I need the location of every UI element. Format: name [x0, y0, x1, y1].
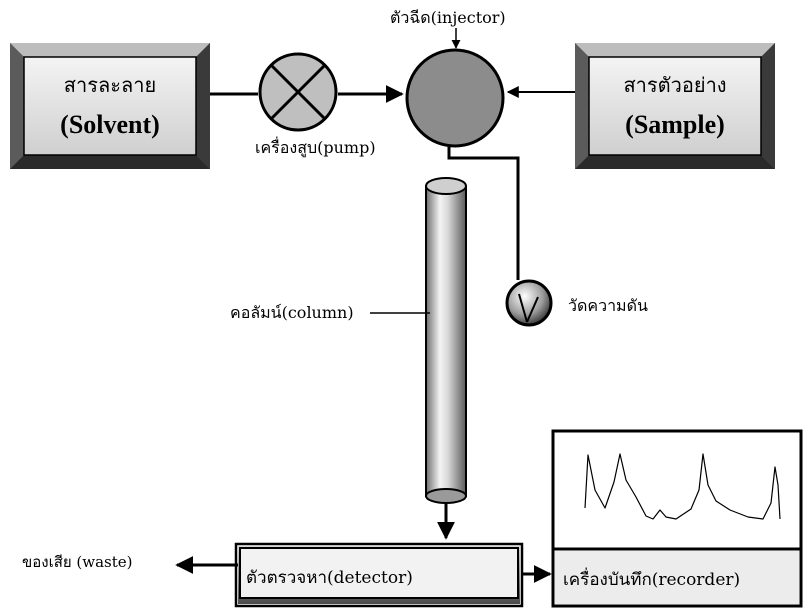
sample-box: สารตัวอย่าง (Sample) [575, 43, 775, 169]
pump-icon [258, 52, 338, 132]
pressure-label: วัดความดัน [568, 296, 648, 315]
column-icon [425, 177, 467, 504]
chromatogram-trace [584, 453, 781, 520]
solvent-box: สารละลาย (Solvent) [10, 43, 210, 169]
solvent-thai-label: สารละลาย [64, 73, 156, 97]
injector-to-gauge-line [447, 146, 520, 280]
detector-box [234, 542, 524, 608]
pump-label: เครื่องสูบ(pump) [255, 136, 376, 158]
recorder-box [551, 429, 803, 608]
injector-icon [405, 48, 505, 148]
column-label: คอลัมน์(column) [230, 303, 354, 322]
sample-thai-label: สารตัวอย่าง [623, 73, 726, 97]
injector-label: ตัวฉีด(injector) [390, 8, 506, 27]
sample-english-label: (Sample) [625, 110, 725, 139]
pressure-gauge-icon [505, 279, 553, 327]
detector-label: ตัวตรวจหา(detector) [246, 568, 413, 588]
waste-label: ของเสีย (waste) [22, 553, 133, 571]
recorder-label: เครื่องบันทึก(recorder) [563, 567, 740, 590]
solvent-english-label: (Solvent) [60, 110, 160, 139]
